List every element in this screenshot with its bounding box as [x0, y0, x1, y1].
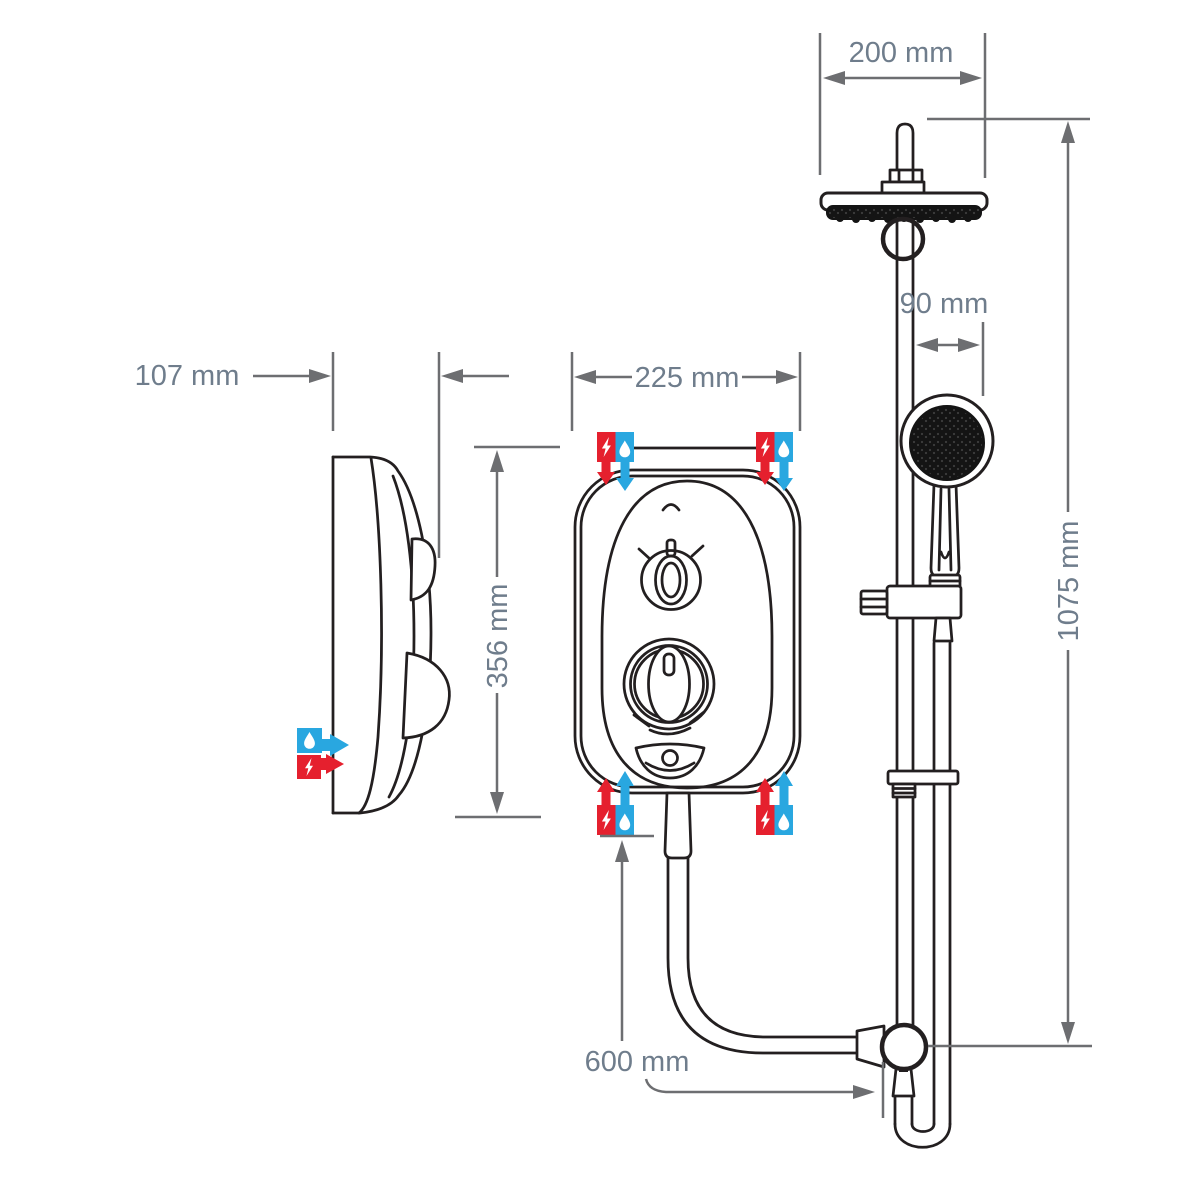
hose-u-bend [893, 1122, 952, 1149]
shower-hose [666, 856, 859, 1055]
hose-elbow-joint [855, 1022, 929, 1098]
power-knob [637, 538, 705, 611]
panel-notch [661, 503, 681, 512]
slider-clamp-knob [859, 589, 889, 616]
dimension-hose-run-label: 600 mm [585, 1046, 690, 1078]
water-drop-icon [304, 732, 315, 749]
elbow-lower-connector [891, 1067, 916, 1098]
handle-hose-connector [932, 616, 954, 643]
riser-rail-assembly [819, 122, 995, 1149]
head-nut [888, 168, 924, 184]
start-stop-button [634, 742, 706, 780]
knob-side-ticks [637, 544, 705, 561]
temperature-dial [622, 637, 716, 736]
rear-entry-supply-icon [297, 728, 349, 779]
bottom-outlet-gland [663, 791, 693, 860]
dial-indicator [662, 652, 676, 677]
side-lower-knob-bump [401, 651, 451, 740]
dimension-rail-height: 1075 mm [927, 117, 1092, 1048]
dimension-head-width: 200 mm [818, 33, 987, 178]
rail-wall-bracket [886, 769, 960, 799]
hose-retaining-ring [880, 216, 926, 262]
dimension-rail-height-label: 1075 mm [1053, 521, 1085, 642]
knob-top-tick [665, 538, 677, 558]
dimension-height-label: 356 mm [482, 584, 514, 689]
rail-bottom-stub [893, 1094, 914, 1126]
side-profile-outline [331, 455, 433, 815]
side-view-shower-unit [297, 455, 451, 815]
bottom-right-supply-entry-icon [756, 771, 793, 835]
rail-top-pin [895, 122, 915, 174]
unit-front-panel [600, 479, 774, 790]
dimension-hose-run: 600 mm [585, 834, 885, 1118]
handset-hose-run [932, 641, 952, 1126]
water-inlet-arrow-icon [317, 734, 349, 756]
dimension-depth-label: 107 mm [135, 360, 240, 392]
side-inner-contour [357, 456, 383, 815]
dimension-handset-offset-label: 90 mm [900, 288, 989, 320]
handset-spray-face [909, 405, 985, 481]
head-flange [880, 180, 926, 195]
top-left-supply-entry-icon [597, 432, 634, 491]
dial-ticks [632, 710, 706, 728]
dimension-width: 225 mm [570, 352, 802, 431]
riser-rail [895, 216, 915, 1028]
dimension-height: 356 mm [455, 445, 560, 819]
dimension-handset-offset: 90 mm [900, 288, 989, 396]
slider-bracket [885, 584, 963, 620]
lightning-bolt-icon [305, 758, 313, 776]
dimension-head-width-label: 200 mm [849, 37, 954, 69]
bottom-left-supply-entry-icon [597, 771, 634, 835]
ball-joint [879, 1022, 929, 1072]
dial-grip [647, 644, 691, 724]
dimension-width-label: 225 mm [635, 362, 740, 394]
electric-inlet-arrow-icon [313, 754, 344, 774]
dimension-depth: 107 mm [135, 352, 509, 558]
dial-under-arc [648, 726, 692, 736]
front-view-shower-unit [573, 432, 802, 860]
overhead-shower-head [819, 122, 989, 262]
handset-handle [929, 482, 961, 579]
side-front-face-contour [387, 474, 416, 799]
handheld-shower [859, 393, 995, 643]
top-right-supply-entry-icon [756, 432, 793, 491]
side-upper-knob-bump [409, 537, 437, 602]
